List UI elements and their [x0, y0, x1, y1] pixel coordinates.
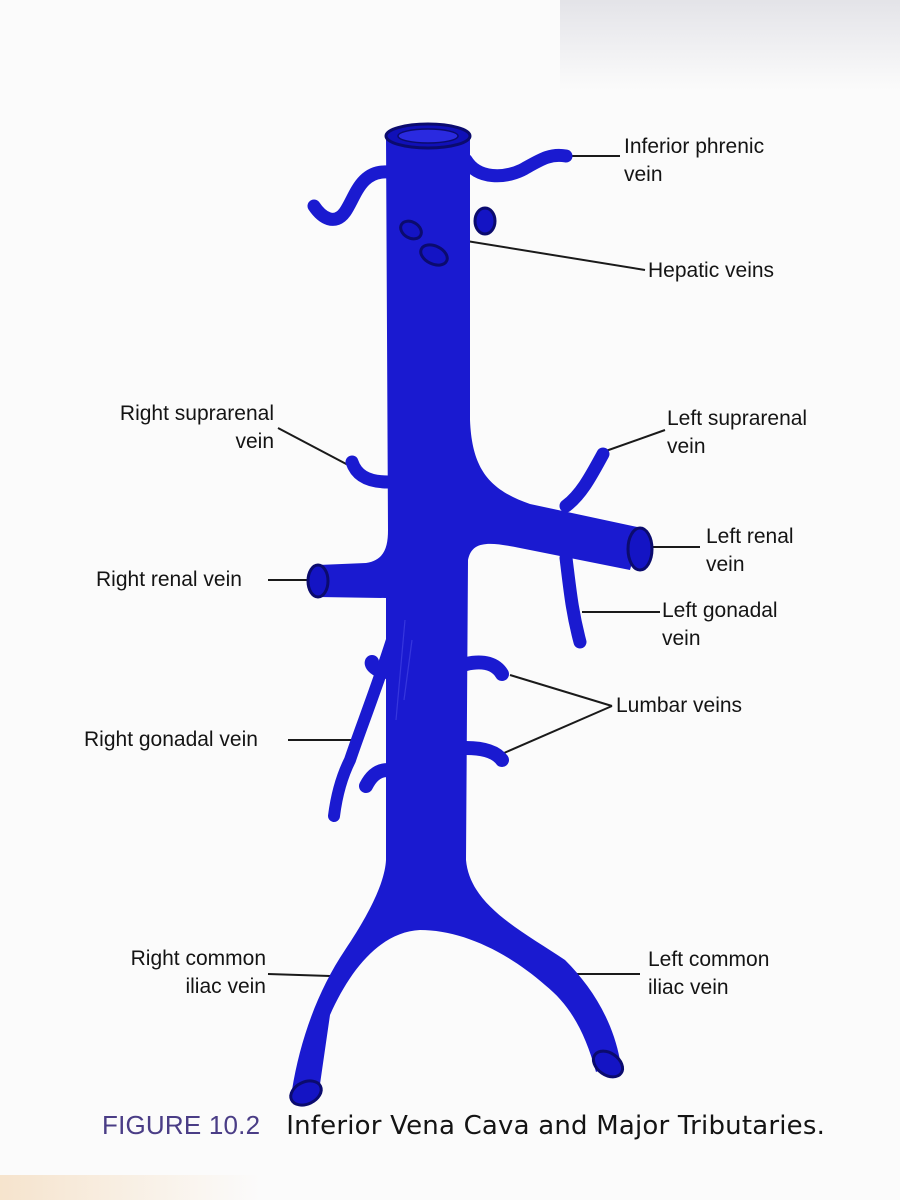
label-right-gonadal: Right gonadal vein	[84, 728, 258, 751]
label-text: vein	[662, 627, 701, 650]
right-gonadal-vein	[328, 634, 398, 822]
page-shadow	[560, 0, 900, 90]
label-text: Right common	[130, 947, 266, 970]
leader-right-common-iliac	[267, 973, 331, 977]
left-upper-lumbar-vein	[459, 655, 509, 681]
label-lumbar-veins: Lumbar veins	[616, 694, 743, 717]
label-hepatic-veins: Hepatic veins	[648, 259, 775, 282]
left-renal-opening	[626, 526, 654, 572]
inferior-vena-cava	[292, 136, 642, 1098]
figure-caption: FIGURE 10.2 Inferior Vena Cava and Major …	[102, 1108, 825, 1141]
label-text: vein	[235, 430, 274, 453]
leader-lines	[267, 155, 700, 977]
hepatic-vein-opening-3	[419, 243, 449, 267]
leader-lumbar-upper	[509, 674, 613, 707]
label-text: Left suprarenal	[667, 407, 808, 430]
left-lower-lumbar-vein	[459, 741, 509, 767]
label-left-suprarenal: Left suprarenal vein	[667, 405, 807, 461]
leader-lumbar-lower	[503, 705, 613, 754]
left-inferior-phrenic-vein	[459, 148, 573, 183]
label-text: Left renal	[706, 525, 794, 548]
leader-left-suprarenal	[602, 429, 666, 453]
figure-title: Inferior Vena Cava and Major Tributaries…	[286, 1111, 826, 1141]
label-text: Left common	[648, 948, 770, 971]
left-gonadal-vein	[559, 551, 587, 649]
label-left-gonadal: Left gonadal vein	[662, 597, 778, 653]
shading-mark	[403, 639, 413, 701]
label-text: vein	[706, 553, 745, 576]
right-iliac-opening	[289, 1079, 323, 1107]
label-left-common-iliac: Left common iliac vein	[648, 946, 769, 1002]
label-text: Inferior phrenic	[624, 135, 765, 158]
page-edge-shadow	[0, 1175, 260, 1200]
label-text: Left gonadal	[662, 599, 778, 622]
ivc-top-lumen	[397, 128, 459, 144]
shading-mark	[395, 619, 406, 721]
label-text: vein	[624, 163, 663, 186]
label-left-renal: Left renal vein	[706, 523, 794, 579]
trunk-shading	[395, 619, 413, 721]
hepatic-vein-opening-1	[473, 206, 497, 236]
left-iliac-opening	[591, 1049, 625, 1079]
tributaries	[307, 148, 610, 822]
leader-right-suprarenal	[277, 427, 351, 467]
label-right-common-iliac: Right common iliac vein	[100, 945, 266, 1001]
left-suprarenal-vein	[559, 447, 610, 513]
label-right-renal: Right renal vein	[96, 568, 242, 591]
right-lower-lumbar-vein	[359, 763, 395, 793]
figure-number: FIGURE 10.2	[102, 1110, 261, 1140]
label-inferior-phrenic: Inferior phrenic vein	[624, 133, 764, 189]
vena-cava-body	[292, 136, 642, 1098]
label-text: iliac vein	[648, 976, 729, 999]
right-inferior-phrenic-vein	[307, 165, 395, 226]
label-text: iliac vein	[185, 975, 266, 998]
right-renal-opening	[306, 563, 330, 599]
right-suprarenal-vein	[345, 455, 395, 489]
label-text: Right suprarenal	[119, 402, 274, 425]
hepatic-vein-opening-2	[399, 219, 423, 241]
vessel-openings	[289, 122, 654, 1107]
label-right-suprarenal: Right suprarenal vein	[90, 400, 274, 456]
leader-hepatic	[447, 237, 646, 271]
label-text: vein	[667, 435, 706, 458]
